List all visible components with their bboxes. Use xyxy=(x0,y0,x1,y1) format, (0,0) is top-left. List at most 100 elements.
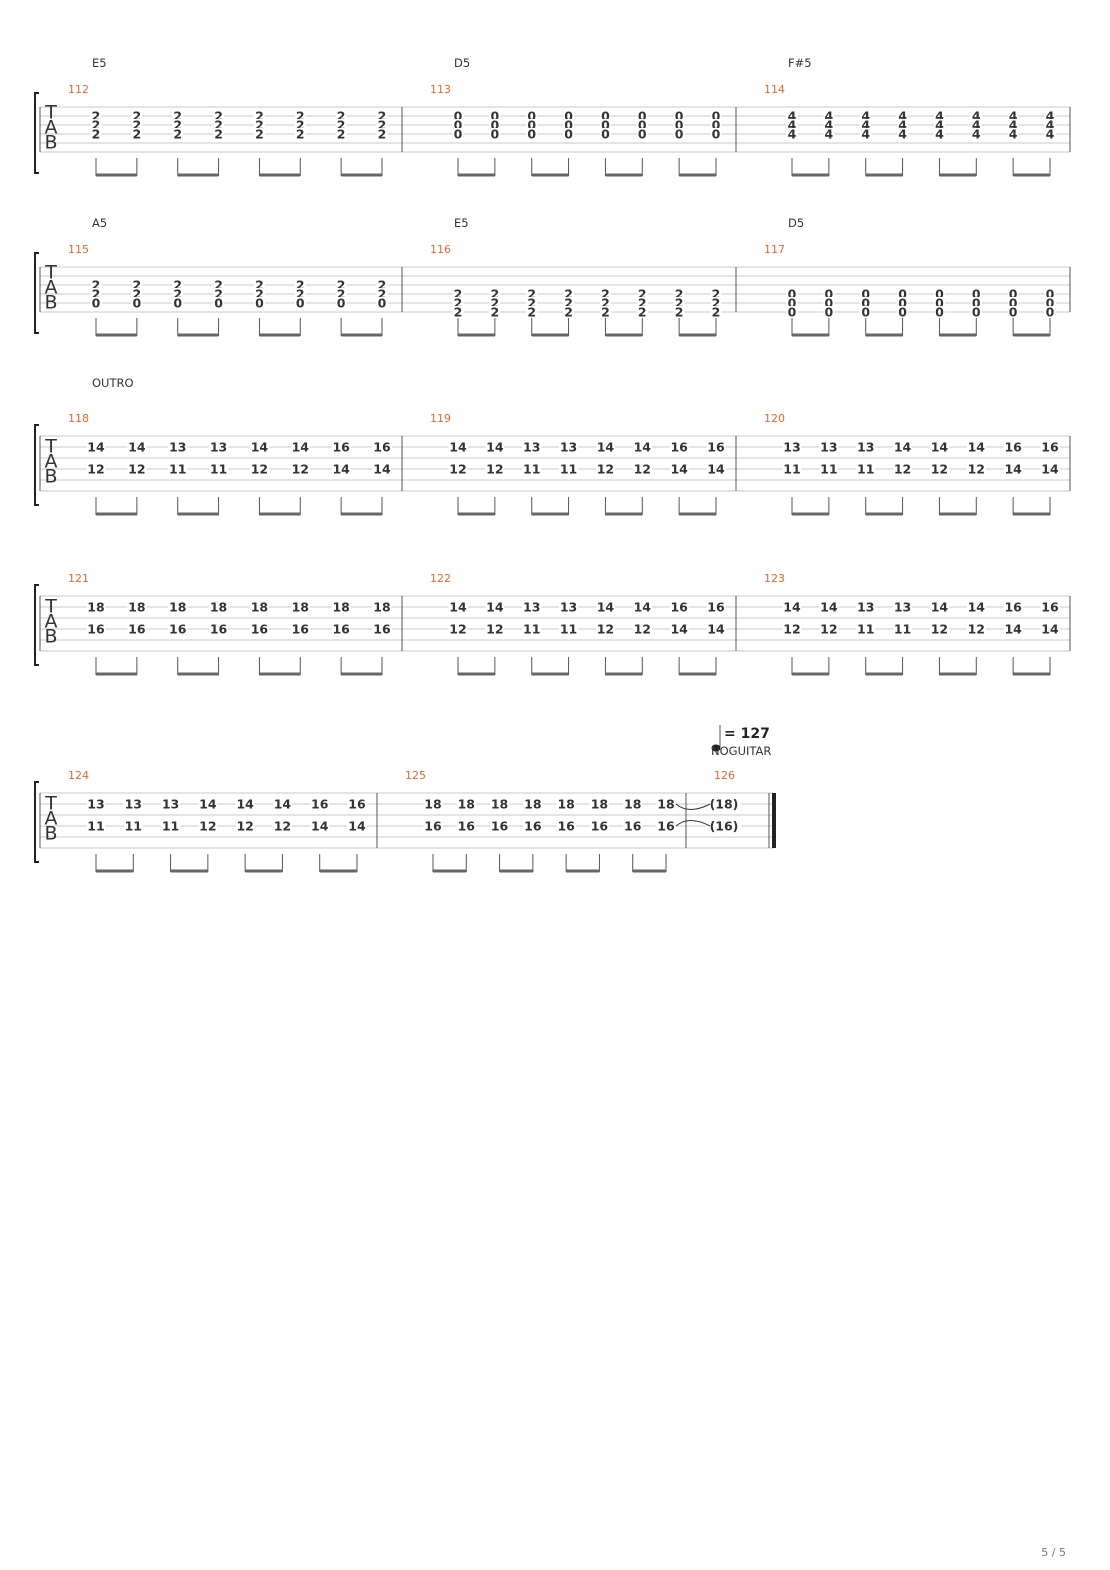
fret-background xyxy=(782,441,802,453)
fret-number: 16 xyxy=(591,819,609,834)
fret-background xyxy=(856,463,876,475)
chord-name: D5 xyxy=(788,216,804,230)
fret-background xyxy=(860,297,872,309)
tab-clef-letter: T xyxy=(44,436,57,458)
fret-number: 2 xyxy=(133,278,142,293)
tab-clef-letter: T xyxy=(44,793,57,815)
fret-number: 18 xyxy=(491,797,508,812)
fret-background xyxy=(966,441,986,453)
fret-number: 2 xyxy=(214,127,223,142)
fret-background xyxy=(448,601,468,613)
fret-number: 2 xyxy=(92,287,101,302)
fret-number: 16 xyxy=(491,819,509,834)
fret-number: 2 xyxy=(214,278,223,293)
fret-number: 14 xyxy=(1041,462,1059,477)
fret-background xyxy=(823,306,835,318)
fret-background xyxy=(632,601,652,613)
fret-number: 18 xyxy=(332,600,349,615)
system-bracket xyxy=(34,252,39,334)
fret-number: 11 xyxy=(523,622,540,637)
fret-number: 2 xyxy=(173,118,182,133)
fret-number: 12 xyxy=(783,622,800,637)
fret-number: 2 xyxy=(92,278,101,293)
fret-number: 16 xyxy=(1041,600,1059,615)
fret-background xyxy=(599,128,611,140)
fret-number: 0 xyxy=(935,305,944,320)
fret-background xyxy=(168,463,188,475)
fret-number: 4 xyxy=(1046,118,1055,133)
fret-number: 0 xyxy=(92,296,101,311)
fret-background xyxy=(710,297,722,309)
fret-background xyxy=(90,119,102,131)
fret-background xyxy=(786,128,798,140)
fret-number: 4 xyxy=(861,127,870,142)
fret-background xyxy=(563,128,575,140)
fret-number: 14 xyxy=(783,600,801,615)
fret-background xyxy=(452,110,464,122)
fret-background xyxy=(489,110,501,122)
fret-background xyxy=(1044,288,1056,300)
fret-background xyxy=(452,119,464,131)
fret-background xyxy=(819,463,839,475)
fret-number: 16 xyxy=(210,622,228,637)
fret-number: 16 xyxy=(128,622,146,637)
fret-number: 14 xyxy=(486,440,504,455)
fret-number: 2 xyxy=(527,287,536,302)
fret-background xyxy=(595,463,615,475)
fret-number: 16 xyxy=(332,622,350,637)
fret-number: 2 xyxy=(378,127,387,142)
fret-number: 14 xyxy=(670,622,688,637)
fret-number: 16 xyxy=(1004,600,1022,615)
fret-number: 2 xyxy=(491,287,500,302)
fret-number: 2 xyxy=(378,278,387,293)
measure-number: 126 xyxy=(714,769,735,782)
fret-background xyxy=(563,110,575,122)
fret-number: 0 xyxy=(972,305,981,320)
fret-background xyxy=(897,297,909,309)
fret-background xyxy=(656,798,676,810)
fret-number: 2 xyxy=(214,118,223,133)
fret-number: 14 xyxy=(597,600,615,615)
fret-background xyxy=(636,288,648,300)
fret-number: 12 xyxy=(634,622,651,637)
fret-background xyxy=(490,820,510,832)
fret-number: 12 xyxy=(486,622,503,637)
fret-background xyxy=(127,601,147,613)
fret-number: 16 xyxy=(251,622,269,637)
fret-number: 13 xyxy=(162,797,179,812)
fret-background xyxy=(970,297,982,309)
fret-number: 0 xyxy=(491,109,500,124)
fret-background xyxy=(490,798,510,810)
fret-number: 0 xyxy=(564,118,573,133)
fret-number: 12 xyxy=(597,462,614,477)
fret-background xyxy=(310,820,330,832)
fret-background xyxy=(636,297,648,309)
fret-number: 18 xyxy=(524,797,541,812)
fret-number: 2 xyxy=(133,109,142,124)
fret-number: 14 xyxy=(274,797,292,812)
section-label: OUTRO xyxy=(92,376,134,390)
fret-background xyxy=(526,306,538,318)
fret-background xyxy=(893,601,913,613)
fret-number: 4 xyxy=(1009,118,1018,133)
fret-background xyxy=(249,623,269,635)
fret-background xyxy=(423,820,443,832)
measure-number: 122 xyxy=(430,572,451,585)
fret-background xyxy=(636,119,648,131)
fret-background xyxy=(897,288,909,300)
tie-arc xyxy=(675,803,711,810)
fret-background xyxy=(559,463,579,475)
fret-background xyxy=(669,463,689,475)
fret-number: 2 xyxy=(173,287,182,302)
fret-number: 18 xyxy=(373,600,390,615)
fret-background xyxy=(86,463,106,475)
fret-background xyxy=(209,601,229,613)
fret-number: 18 xyxy=(458,797,475,812)
fret-background xyxy=(290,623,310,635)
fret-number: 2 xyxy=(255,287,264,302)
fret-background xyxy=(335,297,347,309)
fret-number: 2 xyxy=(378,109,387,124)
fret-number: 16 xyxy=(670,440,688,455)
fret-background xyxy=(522,441,542,453)
measure-number: 115 xyxy=(68,243,89,256)
